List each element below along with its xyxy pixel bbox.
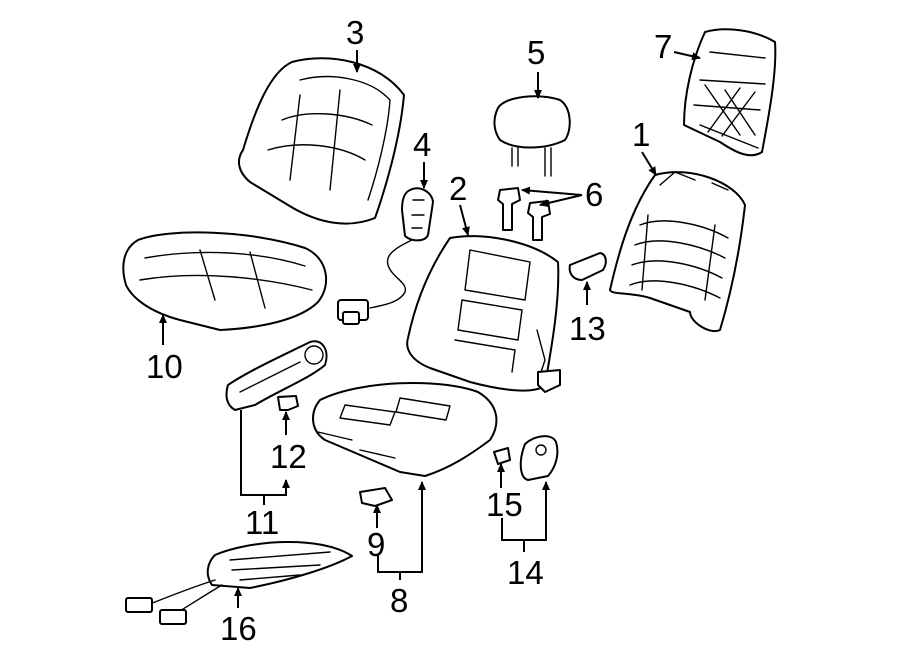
callout-1: 1 [632,116,650,153]
seat-back-pad [406,235,561,393]
seat-back-cover [237,57,405,225]
callout-5: 5 [527,34,545,71]
callout-15: 15 [486,486,523,523]
heater-element [125,540,353,625]
back-frame-panel [683,28,777,157]
callout-11: 11 [245,504,279,541]
cushion-pad [312,382,498,477]
callout-4: 4 [413,126,431,163]
recline-knob [568,252,607,281]
leader-lines [159,50,701,608]
side-cover [519,435,559,481]
callout-2: 2 [449,170,467,207]
callout-labels: 3 4 5 7 1 2 6 13 10 12 11 9 8 15 14 16 [146,14,672,647]
callout-13: 13 [569,310,606,347]
callout-10: 10 [146,348,183,385]
trim-clip [277,395,299,411]
side-airbag-module [337,187,434,325]
seat-cushion-cover [122,231,327,331]
callout-6: 6 [585,176,603,213]
callout-7: 7 [654,28,672,65]
callout-3: 3 [346,14,364,51]
callout-8: 8 [390,582,408,619]
seat-back-frame [609,171,746,333]
callout-12: 12 [270,438,307,475]
headrest [493,95,571,177]
small-cover [493,447,511,465]
side-trim [225,340,328,411]
cushion-bracket [359,487,393,507]
callout-16: 16 [220,610,257,647]
callout-14: 14 [507,554,544,591]
callout-9: 9 [367,526,385,563]
headrest-guides [497,187,551,241]
